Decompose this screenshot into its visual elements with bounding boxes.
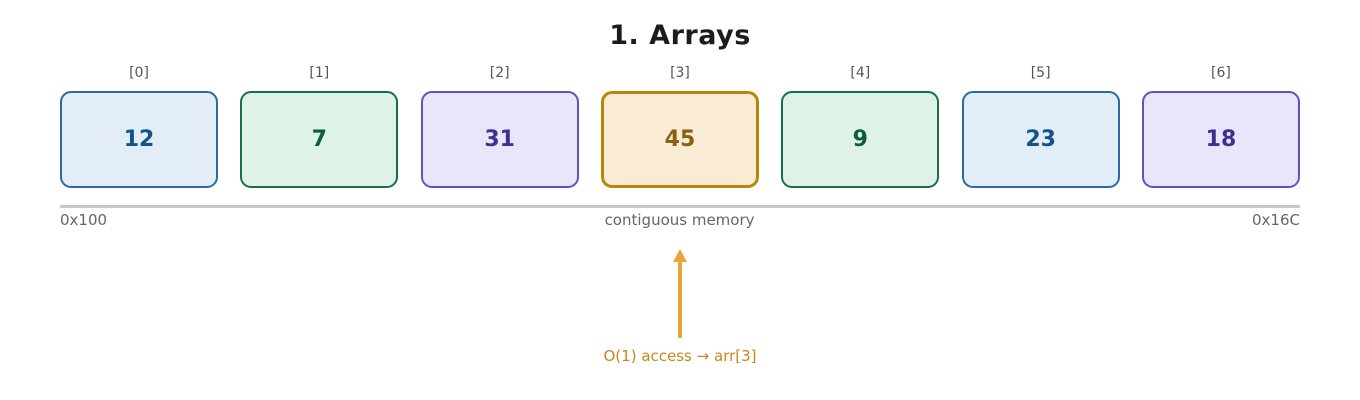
array-box: 31 [420, 91, 579, 188]
array-box: 9 [781, 91, 940, 188]
memory-line [60, 205, 1300, 208]
array-box: 7 [240, 91, 399, 188]
memory-label: contiguous memory [604, 211, 755, 229]
memory-labels: 0x100 contiguous memory 0x16C [60, 211, 1300, 229]
array-box-highlighted: 45 [600, 91, 759, 188]
memory-start-address: 0x100 [60, 211, 108, 229]
array-value: 9 [852, 127, 868, 152]
index-label: [6] [1211, 65, 1231, 81]
array-cell-1: [1] 7 [240, 64, 399, 188]
array-value: 7 [311, 127, 327, 152]
index-label: [0] [129, 65, 149, 81]
array-box: 23 [961, 91, 1120, 188]
page-title: 1. Arrays [609, 20, 751, 51]
array-value: 18 [1205, 127, 1237, 152]
index-label: [2] [489, 65, 510, 81]
array-value: 23 [1025, 127, 1056, 152]
memory-end-address: 0x16C [1252, 211, 1300, 229]
array-cell-6: [6] 18 [1141, 64, 1300, 188]
array-box: 12 [60, 91, 218, 188]
index-label: [4] [850, 65, 871, 81]
array-cell-5: [5] 23 [961, 64, 1120, 188]
array-value: 31 [484, 127, 515, 152]
array-value: 12 [123, 127, 155, 152]
index-label: [3] [670, 65, 690, 81]
array-cell-0: [0] 12 [60, 64, 218, 188]
arrow-shaft [678, 260, 682, 338]
array-cell-2: [2] 31 [420, 64, 579, 188]
arrow-up-icon [673, 249, 687, 262]
index-label: [5] [1030, 65, 1051, 81]
array-box: 18 [1141, 91, 1300, 188]
array-cells-row: [0] 12 [1] 7 [2] 31 [3] 45 [4] 9 [60, 64, 1300, 188]
access-annotation: O(1) access → arr[3] [603, 347, 757, 365]
array-value: 45 [664, 127, 696, 152]
array-cell-4: [4] 9 [781, 64, 940, 188]
index-label: [1] [309, 65, 330, 81]
array-cell-3-highlighted: [3] 45 [600, 64, 759, 188]
